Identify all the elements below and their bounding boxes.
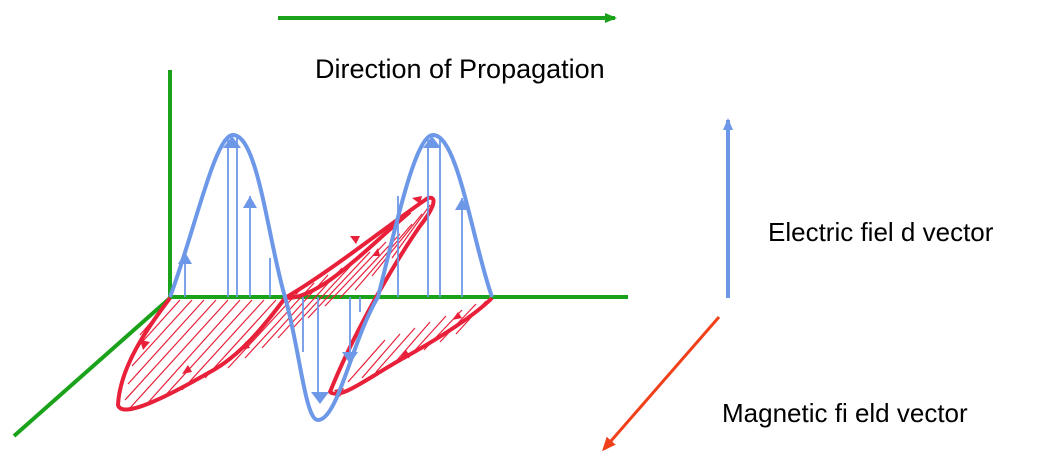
electric-field-wave	[168, 132, 494, 423]
depth-axis	[12, 296, 172, 438]
electric-field-label: Electric fiel d vector	[768, 217, 994, 247]
propagation-label: Direction of Propagation	[315, 54, 605, 84]
axes	[12, 70, 628, 438]
magnetic-field-label: Magnetic fi eld vector	[722, 398, 968, 428]
magnetic-field-wave	[116, 195, 494, 412]
magnetic-field-arrowheads	[140, 196, 462, 397]
magnetic-legend-arrow-icon	[602, 316, 721, 452]
magnetic-field-hatching	[124, 204, 487, 409]
